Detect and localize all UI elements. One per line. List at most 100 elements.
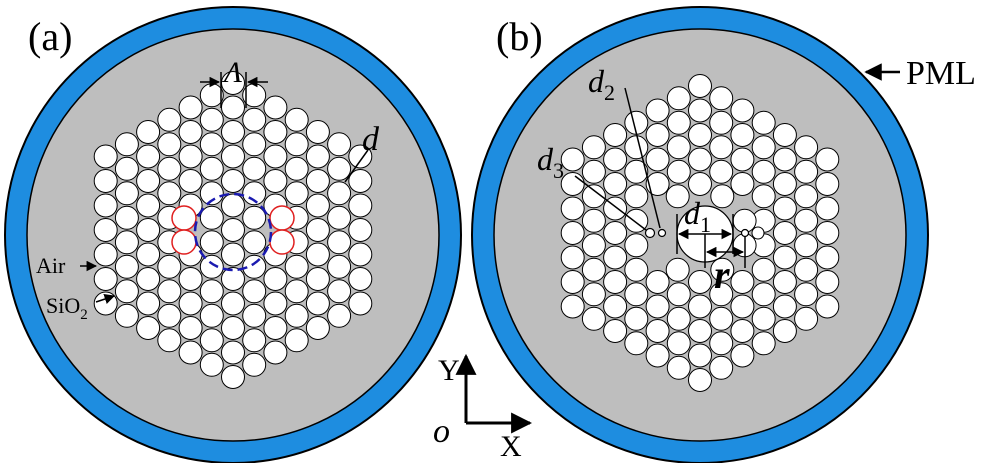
air-hole — [624, 306, 649, 331]
panel-a-label: (a) — [28, 14, 72, 59]
air-hole — [732, 208, 757, 233]
air-hole — [772, 147, 797, 172]
air-hole — [815, 245, 840, 270]
panel-b-label: (b) — [496, 14, 543, 59]
d2-leader-line — [624, 87, 661, 229]
air-hole — [581, 233, 606, 258]
air-hole — [136, 193, 161, 218]
air-hole — [603, 123, 628, 147]
origin-label: o — [433, 413, 450, 450]
air-hole — [305, 193, 330, 218]
air-hole — [136, 316, 161, 340]
air-hole — [815, 294, 840, 319]
air-hole — [751, 135, 776, 160]
air-hole — [178, 267, 203, 291]
air-hole — [794, 282, 819, 307]
air-hole — [136, 120, 161, 144]
red-hole — [171, 205, 197, 231]
air-hole — [603, 172, 628, 196]
air-hole — [284, 107, 309, 132]
air-hole — [666, 135, 691, 160]
air-hole — [199, 230, 224, 255]
air-hole — [794, 184, 819, 209]
air-hole — [709, 282, 734, 307]
air-hole — [348, 267, 373, 291]
air-hole — [688, 98, 712, 123]
air-hole — [157, 328, 182, 353]
air-hole — [136, 291, 161, 316]
coordinate-axes: Y X o — [433, 353, 533, 463]
air-hole — [603, 294, 628, 319]
air-hole — [242, 156, 267, 181]
air-hole — [645, 147, 670, 172]
air-hole — [178, 316, 203, 340]
air-hole — [581, 257, 606, 282]
air-hole — [221, 242, 245, 267]
air-hole — [284, 181, 309, 206]
air-hole — [157, 303, 182, 328]
air-hole — [624, 233, 649, 258]
air-hole — [157, 181, 182, 206]
air-hole — [157, 107, 182, 132]
air-hole — [772, 123, 797, 147]
air-hole — [242, 230, 267, 255]
air-hole — [772, 294, 797, 319]
air-hole — [688, 74, 712, 98]
air-hole — [136, 267, 161, 291]
d-leader-line — [344, 149, 369, 183]
air-hole — [815, 196, 840, 221]
air-hole — [688, 294, 712, 319]
air-hole — [221, 340, 245, 365]
air-hole — [242, 303, 267, 328]
air-hole — [688, 123, 712, 147]
air-hole — [114, 205, 139, 230]
air-label: Air — [36, 253, 66, 278]
air-hole — [581, 135, 606, 160]
air-hole — [178, 169, 203, 193]
air-hole — [688, 172, 712, 196]
air-hole — [199, 328, 224, 353]
d2-label: d2 — [588, 63, 615, 105]
air-hole — [327, 303, 352, 328]
air-hole — [263, 144, 288, 169]
air-hole — [665, 257, 690, 282]
air-hole — [157, 132, 182, 157]
air-hole — [284, 328, 309, 353]
air-hole — [709, 355, 734, 380]
air-hole — [178, 340, 203, 365]
air-hole — [284, 303, 309, 328]
air-hole — [305, 169, 330, 193]
air-hole — [666, 86, 691, 111]
air-hole — [645, 172, 670, 196]
air-hole — [666, 159, 691, 184]
air-hole — [772, 221, 797, 245]
pml-label: PML — [906, 55, 976, 92]
air-hole — [730, 147, 755, 172]
y-axis-label: Y — [438, 354, 460, 387]
air-hole — [348, 291, 373, 316]
air-hole — [305, 267, 330, 291]
air-hole — [815, 270, 840, 294]
air-hole — [665, 184, 690, 209]
air-hole — [284, 132, 309, 157]
air-hole — [263, 340, 288, 365]
air-hole — [242, 107, 267, 132]
air-hole — [242, 132, 267, 157]
air-hole — [624, 257, 649, 282]
air-hole — [178, 144, 203, 169]
air-hole — [284, 156, 309, 181]
air-hole — [560, 147, 585, 172]
air-hole — [305, 242, 330, 267]
air-hole — [560, 221, 585, 245]
air-hole — [327, 132, 352, 157]
air-hole — [624, 184, 649, 209]
air-hole — [710, 184, 735, 209]
air-hole — [93, 169, 118, 193]
air-hole — [327, 181, 352, 206]
air-hole — [327, 156, 352, 181]
air-hole — [730, 98, 755, 123]
air-hole — [221, 218, 245, 242]
air-hole — [199, 156, 224, 181]
air-hole — [624, 135, 649, 160]
